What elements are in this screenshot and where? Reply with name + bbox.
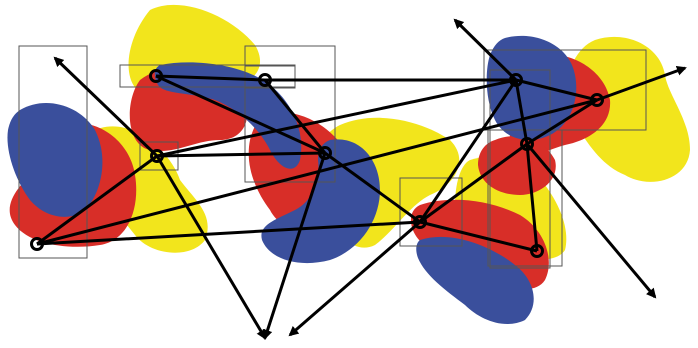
diagram-canvas — [0, 0, 698, 348]
diagram-svg — [0, 0, 698, 348]
